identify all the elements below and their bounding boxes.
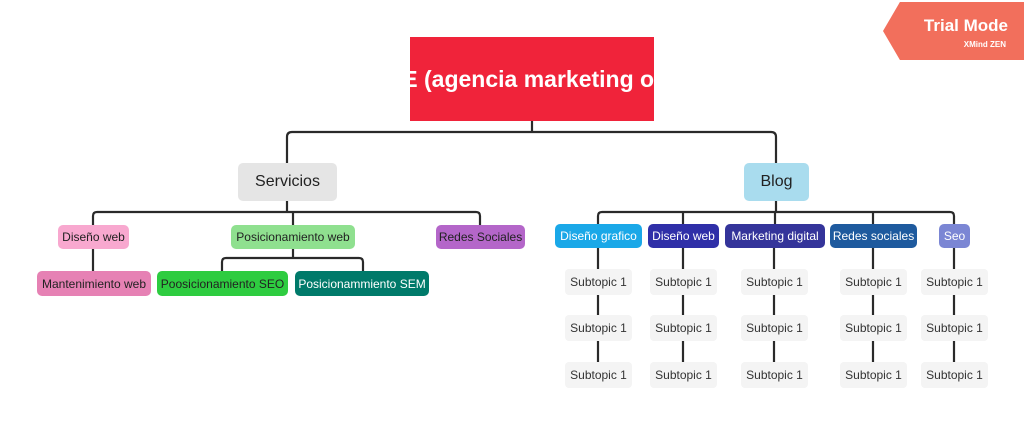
subtopic-item[interactable]: Subtopic 1: [840, 315, 907, 341]
subtopic-mantenimiento-web[interactable]: Mantenimiento web: [37, 271, 151, 296]
subtopic-redes-sociales-blog[interactable]: Redes sociales: [830, 224, 917, 248]
subtopic-diseno-web[interactable]: Diseño web: [58, 225, 129, 249]
subtopic-posicionamiento-web[interactable]: Posicionamiento web: [231, 225, 355, 249]
trial-mode-title: Trial Mode: [923, 16, 1008, 35]
subtopic-item[interactable]: Subtopic 1: [565, 362, 632, 388]
subtopic-seo[interactable]: Seo: [939, 224, 970, 248]
trial-mode-badge[interactable]: Trial Mode XMind ZEN: [883, 2, 1024, 60]
xmind-brand-label: XMind ZEN: [963, 40, 1006, 49]
subtopic-marketing-digital[interactable]: Marketing digital: [725, 224, 825, 248]
topic-blog[interactable]: Blog: [744, 163, 809, 201]
subtopic-item[interactable]: Subtopic 1: [921, 362, 988, 388]
root-topic[interactable]: HOME (agencia marketing online): [349, 37, 715, 121]
subtopic-posicionamiento-sem[interactable]: Posicionammiento SEM: [295, 271, 429, 296]
subtopic-item[interactable]: Subtopic 1: [565, 269, 632, 295]
subtopic-diseno-web-blog[interactable]: Diseño web: [648, 224, 719, 248]
subtopic-item[interactable]: Subtopic 1: [921, 315, 988, 341]
subtopic-item[interactable]: Subtopic 1: [840, 269, 907, 295]
subtopic-posicionamiento-seo[interactable]: Poosicionamiento SEO: [157, 271, 288, 296]
subtopic-item[interactable]: Subtopic 1: [741, 269, 808, 295]
subtopic-item[interactable]: Subtopic 1: [921, 269, 988, 295]
subtopic-item[interactable]: Subtopic 1: [650, 362, 717, 388]
subtopic-item[interactable]: Subtopic 1: [741, 315, 808, 341]
topic-servicios[interactable]: Servicios: [238, 163, 337, 201]
subtopic-item[interactable]: Subtopic 1: [565, 315, 632, 341]
subtopic-diseno-grafico[interactable]: Diseño grafico: [555, 224, 642, 248]
subtopic-item[interactable]: Subtopic 1: [840, 362, 907, 388]
subtopic-item[interactable]: Subtopic 1: [650, 269, 717, 295]
subtopic-item[interactable]: Subtopic 1: [650, 315, 717, 341]
subtopic-redes-sociales[interactable]: Redes Sociales: [436, 225, 525, 249]
subtopic-item[interactable]: Subtopic 1: [741, 362, 808, 388]
